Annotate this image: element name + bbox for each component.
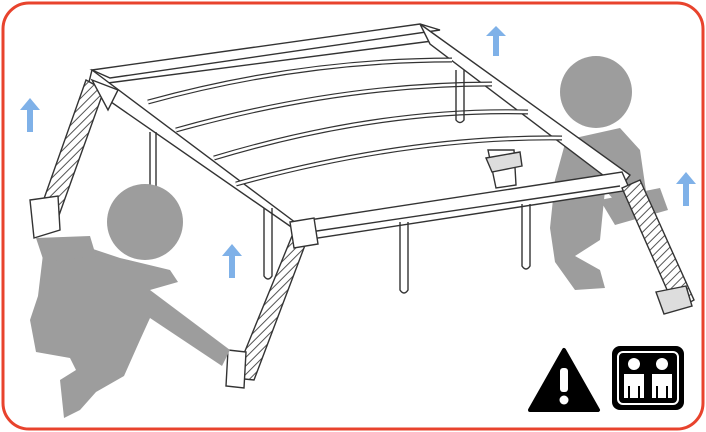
left-leg (29, 78, 119, 239)
up-arrow-icon (676, 172, 696, 206)
front-right-leg (621, 179, 695, 315)
up-arrow-icon (486, 26, 506, 56)
warning-triangle-icon (528, 348, 600, 412)
front-left-leg (225, 217, 319, 389)
person-left-figure (30, 184, 230, 418)
two-person-lift-icon (612, 346, 684, 410)
up-arrow-icon (20, 98, 40, 132)
frame-structure (87, 23, 632, 294)
up-arrow-icon (222, 244, 242, 278)
